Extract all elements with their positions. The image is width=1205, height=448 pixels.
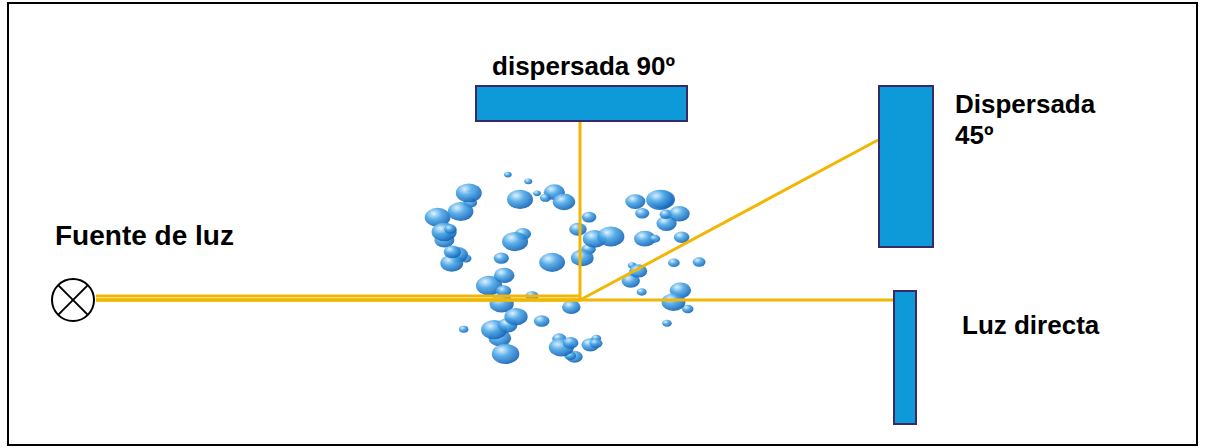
particle: [562, 300, 581, 314]
particle: [597, 227, 624, 247]
detector-box: Luz directa: [893, 290, 917, 425]
particle: [569, 223, 587, 236]
particle: [507, 190, 533, 209]
particle: [459, 326, 468, 333]
particle: [669, 206, 690, 222]
particle: [456, 183, 482, 202]
particle: [553, 194, 575, 211]
particle: [540, 194, 551, 202]
particle: [649, 235, 660, 243]
particle: [534, 315, 550, 327]
particle: [662, 320, 672, 327]
particle: [662, 293, 686, 311]
beam-line: [96, 295, 580, 298]
particle: [494, 253, 509, 264]
particle: [504, 172, 512, 178]
particle: [492, 344, 519, 364]
node-label: Dispersada 45º: [955, 89, 1120, 151]
node-label: Luz directa: [962, 310, 1099, 341]
light-ray: [96, 299, 893, 302]
lamp-symbol: [50, 277, 96, 323]
particle: [494, 268, 515, 283]
detector-box: Dispersada 45º: [878, 85, 934, 248]
particle: [444, 245, 461, 258]
particle: [444, 225, 456, 234]
node-label: Fuente de luz: [55, 219, 234, 253]
particle: [504, 308, 527, 325]
node-label: dispersada 90º: [492, 51, 675, 82]
particle: [448, 202, 473, 221]
light-ray: [96, 122, 580, 300]
particle: [502, 232, 528, 251]
particle: [533, 190, 541, 196]
particle: [625, 194, 645, 209]
particle: [563, 337, 579, 349]
particle: [539, 253, 565, 272]
particle: [693, 257, 706, 267]
particle-cloud: [425, 172, 706, 364]
particle: [590, 339, 603, 349]
light-source: Fuente de luz: [50, 277, 96, 323]
particle: [637, 288, 647, 295]
particle: [432, 223, 457, 242]
particle: [646, 190, 673, 210]
particle: [635, 208, 649, 218]
particle: [668, 258, 680, 267]
particle: [524, 178, 532, 184]
detector-box: dispersada 90º: [475, 85, 688, 122]
frame: [8, 3, 1197, 445]
particle: [571, 250, 594, 267]
particle: [582, 212, 597, 223]
